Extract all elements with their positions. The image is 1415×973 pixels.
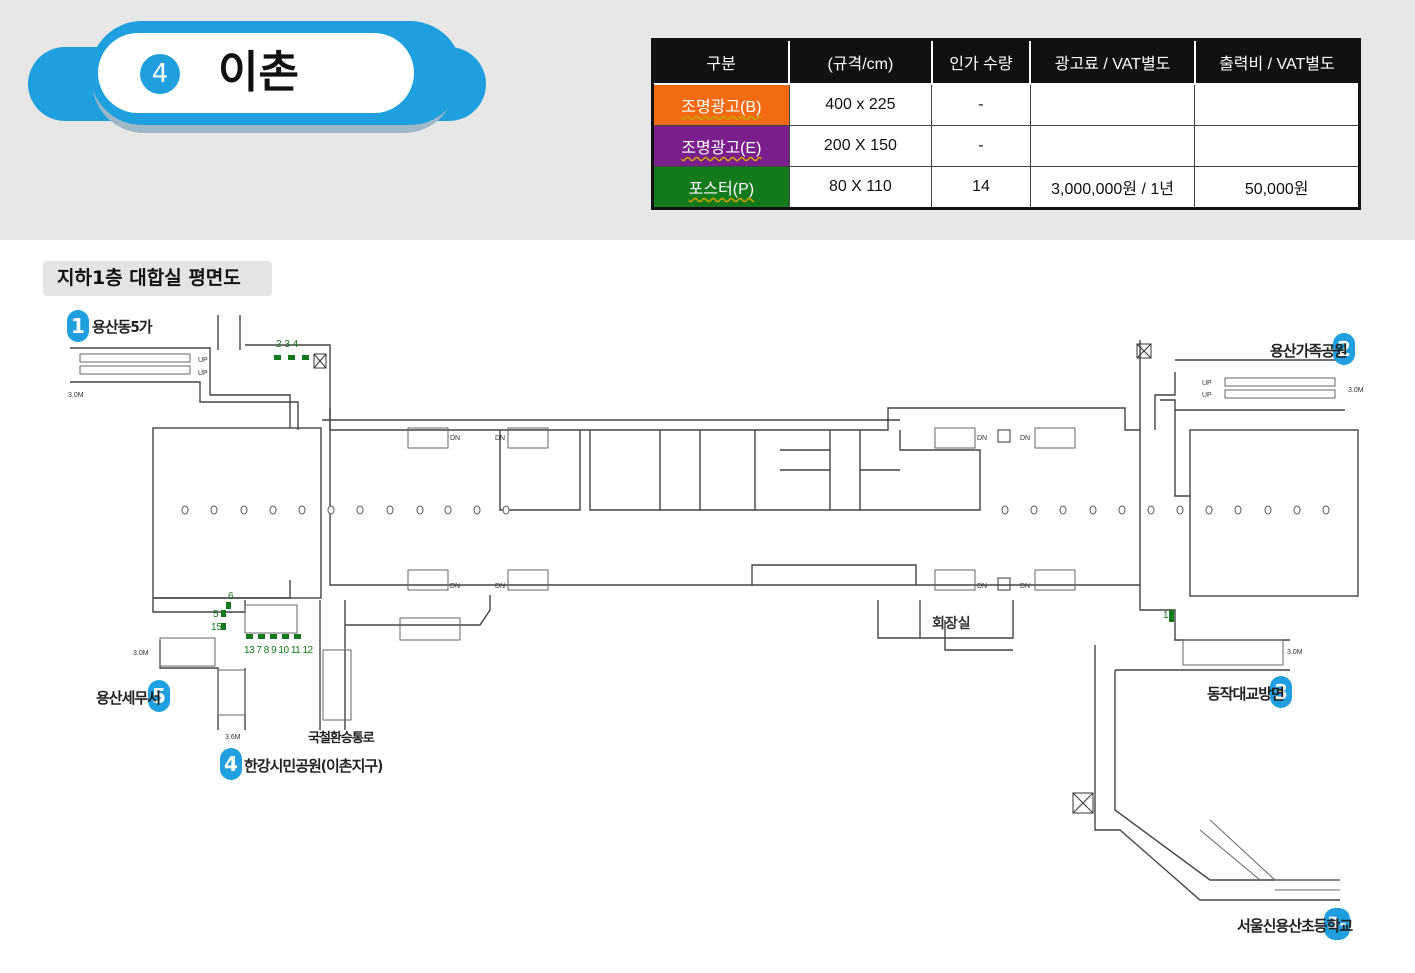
dimension-label: 3.6M (225, 734, 241, 741)
row-qty: - (931, 83, 1031, 126)
dn-mark: DN (450, 435, 461, 442)
up-mark: UP (198, 357, 208, 364)
dn-mark: DN (977, 435, 988, 442)
exit-3-1-badge: 3-1 (1324, 908, 1350, 966)
dn-mark: DN (495, 435, 506, 442)
station-number-badge: 4 (140, 54, 180, 94)
poster-tag: 5 (213, 609, 219, 620)
row-type: 조명광고(B) (652, 83, 790, 126)
dn-mark: DN (450, 583, 461, 590)
exit-5-badge: 5 (148, 680, 170, 712)
exit-2-badge: 2 (1333, 333, 1355, 365)
exit-1-label: 용산동5가 (92, 318, 153, 336)
row-print (1194, 125, 1360, 167)
row-fee: 3,000,000원 / 1년 (1029, 166, 1196, 209)
exit-4-badge: 4 (220, 748, 242, 780)
row-size: 400 x 225 (788, 83, 933, 126)
floor-plan-drawing (70, 315, 1359, 901)
row-print: 50,000원 (1194, 166, 1360, 209)
row-qty: - (931, 125, 1031, 167)
floor-plan-title: 지하1층 대합실 평면도 (43, 261, 272, 296)
price-table-header: 구분 (규격/cm) 인가 수량 광고료 / VAT별도 출력비 / VAT별도 (651, 38, 1361, 85)
poster-tag: 15 (211, 622, 223, 633)
row-print (1194, 83, 1360, 126)
poster-tag: 1 (1163, 610, 1169, 621)
up-mark: UP (1202, 392, 1212, 399)
exit-4-label: 한강시민공원(이촌지구) (244, 757, 383, 775)
row-qty: 14 (931, 166, 1031, 209)
col-fee: 광고료 / VAT별도 (1029, 38, 1196, 85)
dn-mark: DN (1020, 435, 1031, 442)
poster-tag: 13 7 8 9 10 11 12 (244, 645, 313, 656)
exit-1-badge: 1 (67, 310, 89, 342)
col-print: 출력비 / VAT별도 (1193, 38, 1361, 85)
up-mark: UP (1202, 380, 1212, 387)
row-size: 200 X 150 (788, 125, 933, 167)
dn-mark: DN (1020, 583, 1031, 590)
dimension-label: 3.0M (1287, 649, 1303, 656)
poster-tag: 6 (228, 591, 234, 602)
dn-mark: DN (495, 583, 506, 590)
row-type: 조명광고(E) (652, 125, 790, 167)
poster-tag: 2 3 4 (276, 339, 299, 350)
dimension-label: 3.0M (1348, 387, 1364, 394)
room-label: 회장실 (932, 616, 971, 632)
exit-3-badge: 3 (1270, 676, 1292, 708)
exit-2-label: 용산가족공원 (1270, 342, 1348, 360)
transfer-passage-label: 국철환승통로 (308, 731, 375, 746)
col-size: (규격/cm) (788, 38, 933, 85)
dn-mark: DN (977, 583, 988, 590)
exit-3-1-label: 서울신용산초등학교 (1237, 917, 1353, 935)
table-row: 포스터(P) 80 X 110 14 3,000,000원 / 1년 50,00… (652, 166, 1360, 209)
row-type: 포스터(P) (652, 166, 790, 209)
exit-3-label: 동작대교방면 (1207, 685, 1285, 703)
col-type: 구분 (651, 38, 791, 85)
up-mark: UP (198, 370, 208, 377)
dimension-label: 3.0M (68, 392, 84, 399)
row-fee (1029, 125, 1196, 167)
dimension-label: 3.0M (133, 650, 149, 657)
table-row: 조명광고(E) 200 X 150 - (652, 125, 1360, 167)
row-size: 80 X 110 (788, 166, 933, 209)
exit-5-label: 용산세무서 (96, 689, 161, 707)
table-row: 조명광고(B) 400 x 225 - (652, 83, 1360, 126)
station-name: 이촌 (218, 47, 299, 98)
station-title-pill: 4 이촌 (28, 21, 486, 133)
price-table: 구분 (규격/cm) 인가 수량 광고료 / VAT별도 출력비 / VAT별도… (651, 38, 1361, 210)
row-fee (1029, 83, 1196, 126)
col-qty: 인가 수량 (930, 38, 1032, 85)
